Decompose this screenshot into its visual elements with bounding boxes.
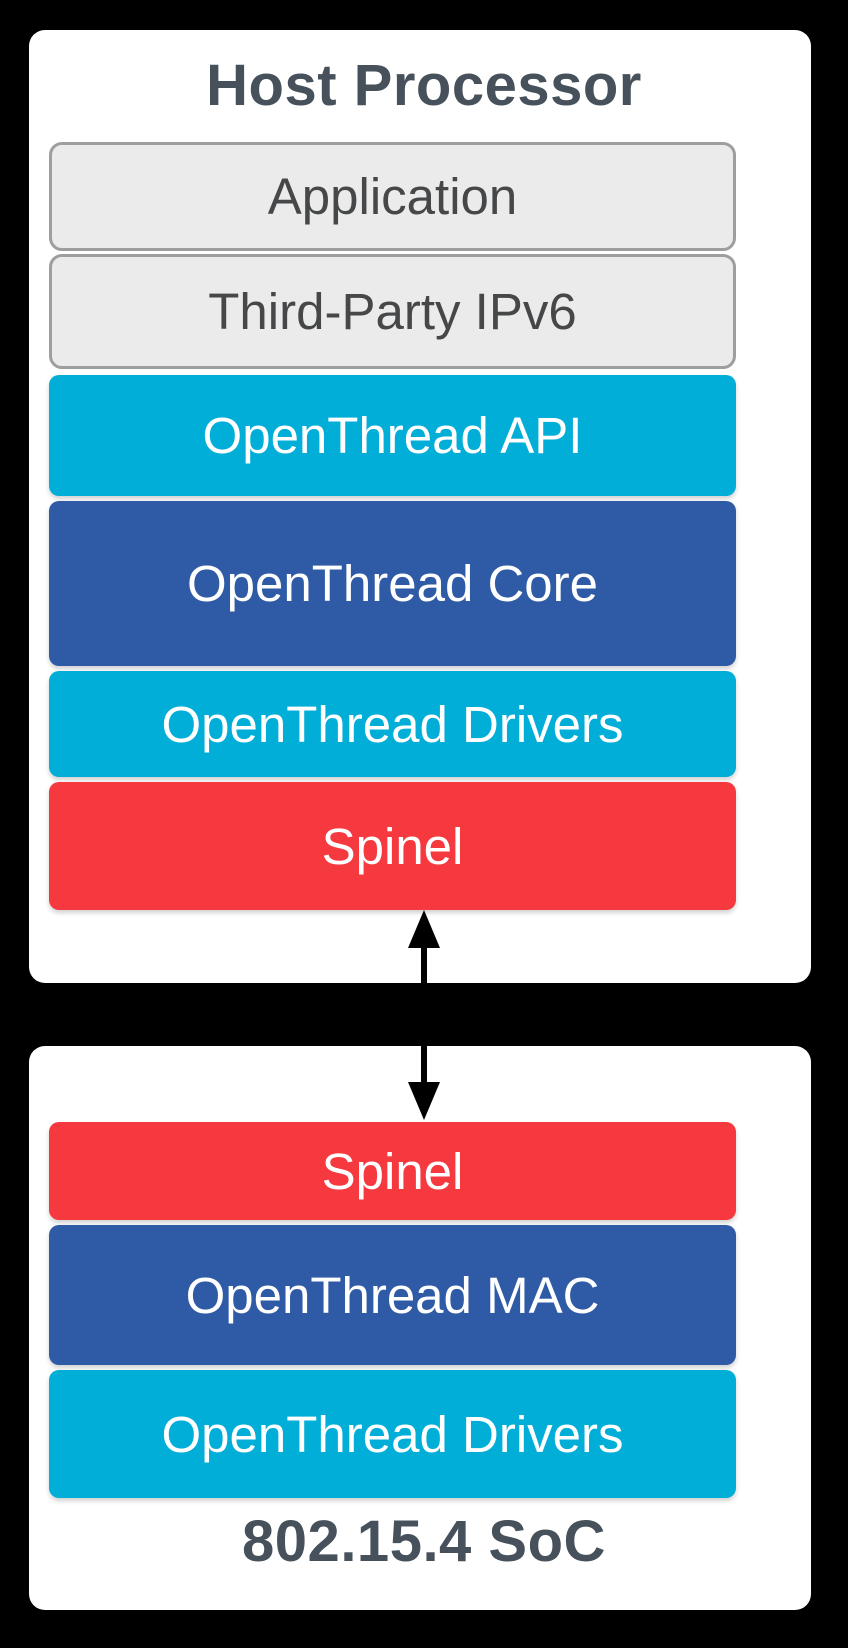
layer-openthread-core: OpenThread Core	[49, 501, 736, 666]
layer-openthread-mac-label: OpenThread MAC	[185, 1266, 600, 1324]
soc-title: 802.15.4 SoC	[242, 1509, 606, 1574]
layer-third-party-ipv6-label: Third-Party IPv6	[208, 283, 577, 340]
layer-application-label: Application	[267, 168, 518, 225]
layer-openthread-core-label: OpenThread Core	[186, 555, 599, 612]
layer-openthread-drivers-soc-label: OpenThread Drivers	[161, 1405, 624, 1463]
layer-openthread-drivers-soc: OpenThread Drivers	[49, 1370, 736, 1498]
layer-spinel-host-label: Spinel	[321, 817, 464, 875]
layer-openthread-api-label: OpenThread API	[202, 407, 583, 464]
layer-third-party-ipv6: Third-Party IPv6	[49, 254, 736, 369]
layer-spinel-host: Spinel	[49, 782, 736, 910]
layer-openthread-mac: OpenThread MAC	[49, 1225, 736, 1365]
layer-spinel-soc-label: Spinel	[321, 1142, 464, 1200]
layer-application: Application	[49, 142, 736, 251]
host-processor-title: Host Processor	[206, 53, 642, 118]
layer-spinel-soc: Spinel	[49, 1122, 736, 1220]
layer-openthread-api: OpenThread API	[49, 375, 736, 496]
layer-openthread-drivers-host-label: OpenThread Drivers	[161, 695, 624, 753]
layer-openthread-drivers-host: OpenThread Drivers	[49, 671, 736, 777]
